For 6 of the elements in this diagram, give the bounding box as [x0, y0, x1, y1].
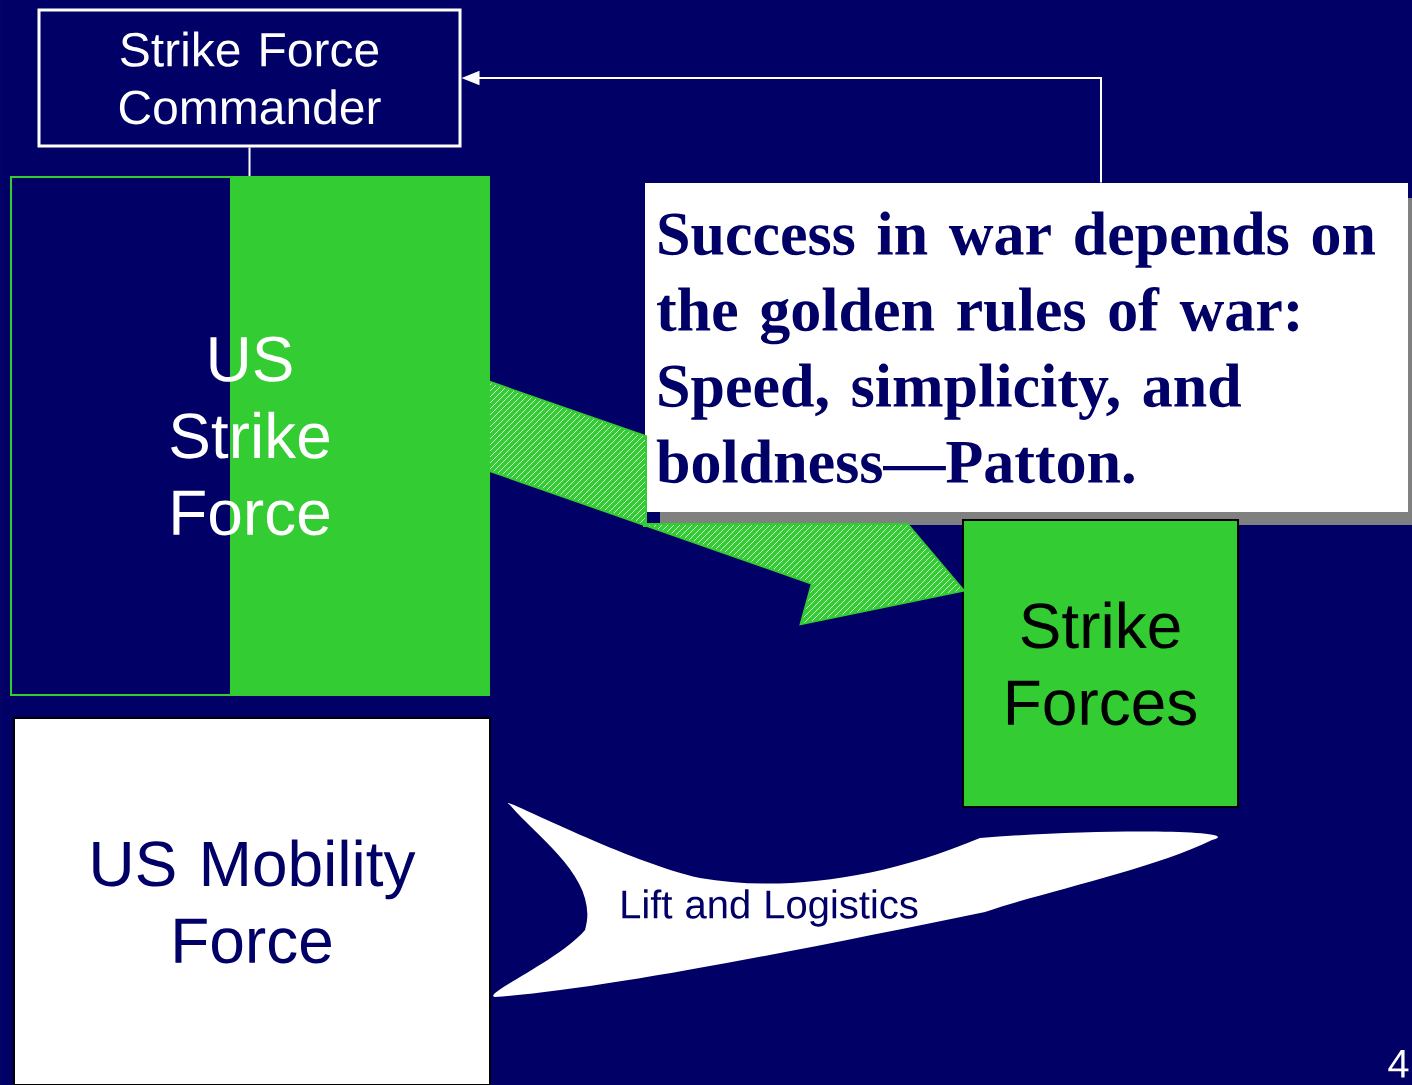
commander-box: Strike Force Commander [37, 8, 462, 148]
page-number: 4 [1388, 1050, 1409, 1078]
strike-forces-box: Strike Forces [962, 519, 1239, 808]
connector-line [248, 146, 251, 177]
mobility-force-box: US Mobility Force [13, 717, 491, 1085]
quote-box: Success in war depends on the golden rules of war: Speed, simplicity, and boldness—Patton. [645, 183, 1412, 525]
